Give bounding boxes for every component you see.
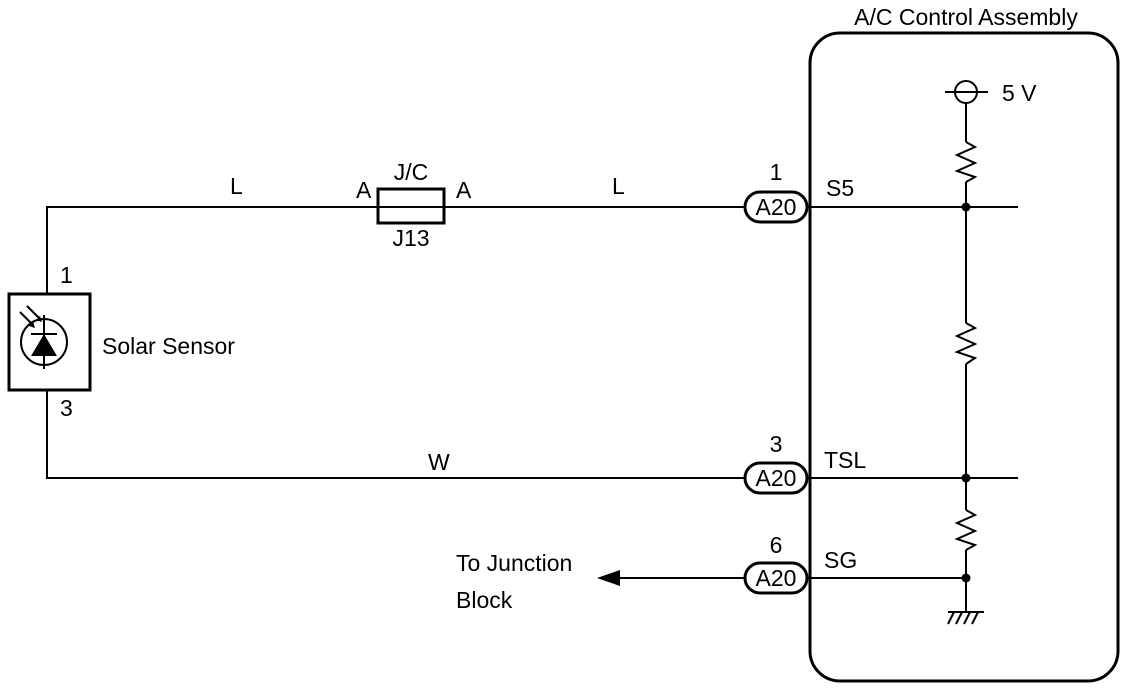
wire-w xyxy=(46,390,746,479)
connector-pin-number-1: 1 xyxy=(770,159,783,185)
junction-block-label-2: Block xyxy=(456,587,513,613)
junction-dot-s5 xyxy=(961,202,971,212)
resistor-1-icon xyxy=(954,141,978,183)
junction-dot-sg xyxy=(961,573,971,583)
ac-control-assembly-box xyxy=(808,31,1120,683)
ground-icon xyxy=(947,611,984,625)
junction-pin-right: A xyxy=(456,177,472,203)
junction-block-label-1: To Junction xyxy=(456,550,572,576)
connector-code-pin6: A20 xyxy=(756,565,797,591)
ac-control-assembly-title: A/C Control Assembly xyxy=(854,4,1078,30)
photodiode-icon xyxy=(19,305,68,369)
arrow-left-icon xyxy=(597,570,620,586)
supply-5v-label: 5 V xyxy=(1002,80,1037,106)
resistor-2-icon xyxy=(954,322,978,365)
resistor-3-icon xyxy=(954,509,978,551)
supply-5v-icon xyxy=(945,80,988,104)
wire-label-l-right: L xyxy=(612,173,625,199)
solar-sensor-box xyxy=(7,292,92,392)
junction-pin-left: A xyxy=(356,177,372,203)
connector-code-pin1: A20 xyxy=(756,194,797,220)
wire-label-w: W xyxy=(428,449,450,475)
junction-name: J/C xyxy=(394,159,429,185)
connector-pin-number-3: 3 xyxy=(770,431,783,457)
connector-pin-number-6: 6 xyxy=(770,532,783,558)
terminal-tsl-label: TSL xyxy=(824,447,866,473)
wire-l-left xyxy=(46,206,378,294)
junction-id: J13 xyxy=(392,225,429,251)
connector-code-pin3: A20 xyxy=(756,465,797,491)
terminal-s5-label: S5 xyxy=(826,175,854,201)
junction-dot-tsl xyxy=(961,473,971,483)
solar-sensor-pin-3: 3 xyxy=(60,395,73,421)
wire-label-l-left: L xyxy=(230,173,243,199)
terminal-sg-label: SG xyxy=(824,547,857,573)
solar-sensor-label: Solar Sensor xyxy=(102,333,235,359)
solar-sensor-pin-1: 1 xyxy=(60,262,73,288)
